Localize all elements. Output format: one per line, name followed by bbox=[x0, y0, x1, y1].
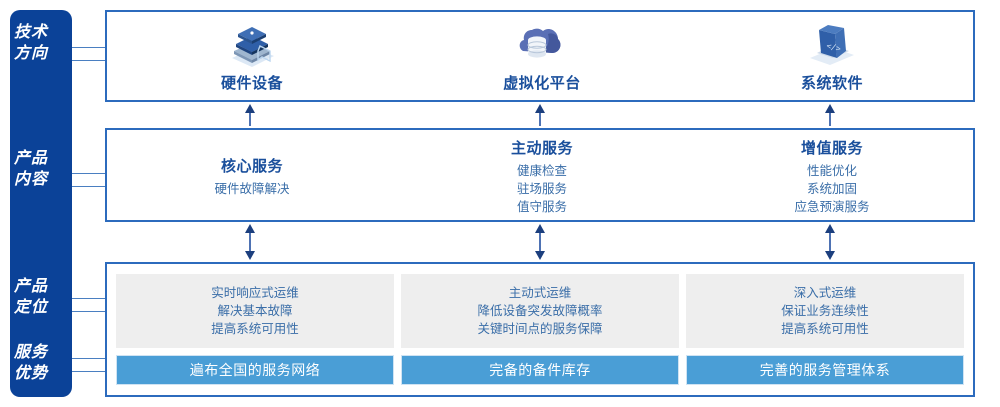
connector-position-upper bbox=[72, 298, 105, 299]
arrow-up-system-software bbox=[825, 104, 835, 126]
advantage-bar-service-network[interactable]: 遍布全国的服务网络 bbox=[116, 355, 394, 385]
content-item-core-service[interactable]: 核心服务 硬件故障解决 bbox=[107, 130, 397, 220]
tech-direction-box: 硬件设备 虚拟化平台 bbox=[105, 10, 975, 102]
cloud-database-icon bbox=[514, 20, 570, 70]
sidebar-label-tech-direction: 技术 方向 bbox=[0, 22, 62, 64]
sidebar-label-product-position-line2: 定位 bbox=[13, 299, 48, 316]
product-content-box: 核心服务 硬件故障解决 主动服务 健康检查 驻场服务 值守服务 增值服务 性能优… bbox=[105, 128, 975, 222]
server-stack-icon bbox=[224, 20, 280, 70]
position-card-indepth-line-0: 深入式运维 bbox=[793, 286, 857, 300]
sidebar-label-product-content-line1: 产品 bbox=[13, 150, 48, 167]
position-card-realtime-line-2: 提高系统可用性 bbox=[211, 322, 299, 336]
sidebar-label-product-content: 产品 内容 bbox=[0, 148, 62, 190]
sidebar-label-product-position-line1: 产品 bbox=[13, 278, 48, 295]
product-position-advantage-box: 实时响应式运维 解决基本故障 提高系统可用性 遍布全国的服务网络 主动式运维 降… bbox=[105, 262, 975, 397]
sidebar-label-service-advantage: 服务 优势 bbox=[0, 342, 62, 384]
connector-tech-upper bbox=[72, 47, 105, 48]
content-item-proactive-service-sub-2: 值守服务 bbox=[516, 199, 567, 214]
connector-tech-lower bbox=[72, 60, 105, 61]
tech-item-virtualization[interactable]: 虚拟化平台 bbox=[397, 12, 687, 100]
category-sidebar bbox=[10, 10, 72, 397]
tech-item-system-software-label: 系统软件 bbox=[800, 74, 863, 92]
content-item-value-added-service-sub-0: 性能优化 bbox=[806, 163, 857, 178]
content-item-proactive-service[interactable]: 主动服务 健康检查 驻场服务 值守服务 bbox=[397, 130, 687, 220]
content-item-value-added-service-sub-2: 应急预演服务 bbox=[794, 199, 870, 214]
position-card-proactive: 主动式运维 降低设备突发故障概率 关键时间点的服务保障 bbox=[401, 274, 679, 348]
content-item-core-service-sub-0: 硬件故障解决 bbox=[214, 181, 290, 196]
arrow-up-virtualization bbox=[535, 104, 545, 126]
position-card-proactive-line-2: 关键时间点的服务保障 bbox=[477, 322, 603, 336]
sidebar-label-tech-direction-line1: 技术 bbox=[13, 24, 48, 41]
position-card-realtime-line-1: 解决基本故障 bbox=[217, 304, 293, 318]
content-item-value-added-service-title: 增值服务 bbox=[800, 139, 863, 157]
connector-advantage-upper bbox=[72, 358, 105, 359]
content-item-value-added-service[interactable]: 增值服务 性能优化 系统加固 应急预演服务 bbox=[687, 130, 977, 220]
advantage-bar-management-system[interactable]: 完善的服务管理体系 bbox=[686, 355, 964, 385]
position-card-indepth: 深入式运维 保证业务连续性 提高系统可用性 bbox=[686, 274, 964, 348]
content-item-proactive-service-sub-0: 健康检查 bbox=[516, 163, 567, 178]
connector-content-upper bbox=[72, 173, 105, 174]
connector-position-lower bbox=[72, 311, 105, 312]
advantage-bar-spare-parts[interactable]: 完备的备件库存 bbox=[401, 355, 679, 385]
arrow-bidirectional-left bbox=[245, 224, 255, 260]
content-item-proactive-service-sub-1: 驻场服务 bbox=[516, 181, 567, 196]
connector-content-lower bbox=[72, 186, 105, 187]
svg-text:</>: </> bbox=[826, 41, 842, 53]
tech-item-virtualization-label: 虚拟化平台 bbox=[503, 74, 581, 92]
position-card-realtime-line-0: 实时响应式运维 bbox=[211, 286, 299, 300]
arrow-up-hardware bbox=[245, 104, 255, 126]
tech-item-hardware[interactable]: 硬件设备 bbox=[107, 12, 397, 100]
tech-item-hardware-label: 硬件设备 bbox=[220, 74, 283, 92]
tech-item-system-software[interactable]: </> 系统软件 bbox=[687, 12, 977, 100]
position-card-proactive-line-1: 降低设备突发故障概率 bbox=[477, 304, 603, 318]
position-card-indepth-line-1: 保证业务连续性 bbox=[781, 304, 869, 318]
position-card-proactive-line-0: 主动式运维 bbox=[508, 286, 572, 300]
position-card-indepth-line-2: 提高系统可用性 bbox=[781, 322, 869, 336]
position-card-realtime: 实时响应式运维 解决基本故障 提高系统可用性 bbox=[116, 274, 394, 348]
content-item-core-service-title: 核心服务 bbox=[220, 157, 283, 175]
laptop-code-icon: </> bbox=[804, 20, 860, 70]
arrow-bidirectional-center bbox=[535, 224, 545, 260]
sidebar-label-tech-direction-line2: 方向 bbox=[13, 45, 48, 62]
arrow-bidirectional-right bbox=[825, 224, 835, 260]
content-item-value-added-service-sub-1: 系统加固 bbox=[806, 181, 857, 196]
content-item-proactive-service-title: 主动服务 bbox=[510, 139, 573, 157]
sidebar-label-product-position: 产品 定位 bbox=[0, 276, 62, 318]
connector-advantage-lower bbox=[72, 371, 105, 372]
sidebar-label-service-advantage-line1: 服务 bbox=[13, 344, 48, 361]
sidebar-label-service-advantage-line2: 优势 bbox=[13, 365, 48, 382]
sidebar-label-product-content-line2: 内容 bbox=[13, 171, 48, 188]
